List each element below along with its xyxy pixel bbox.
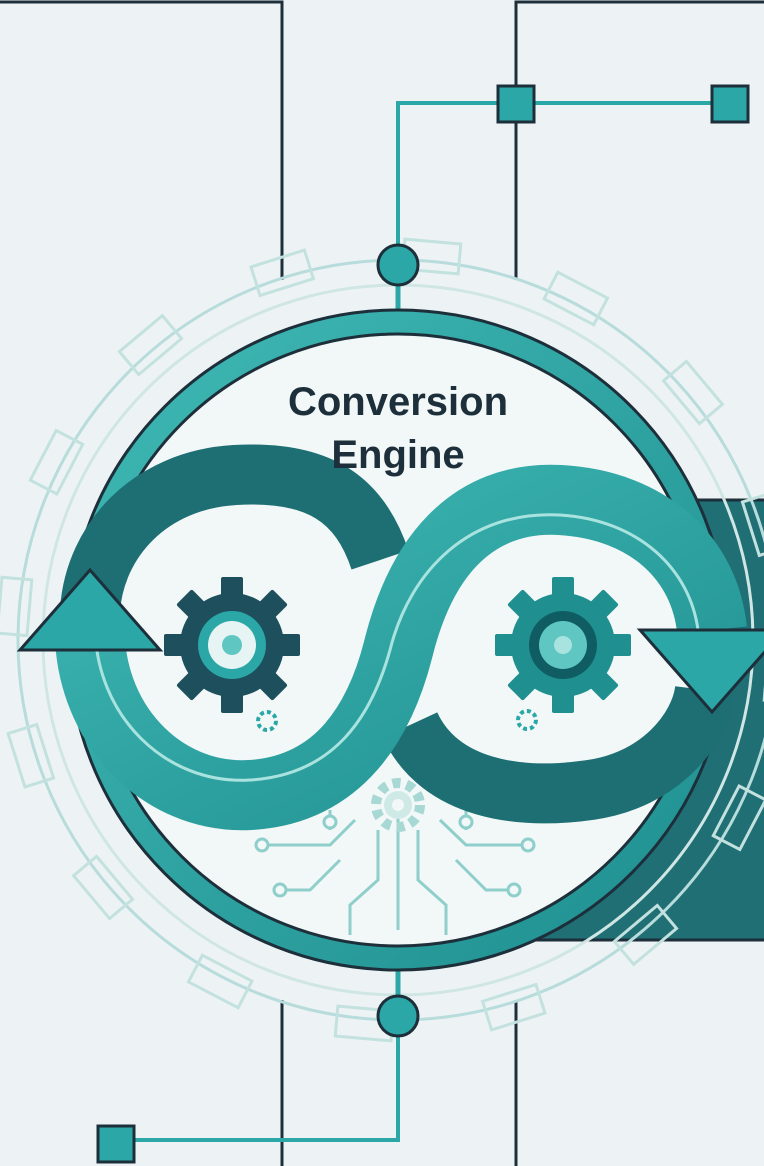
frame-line-top-right (514, 0, 764, 280)
top-connector (376, 84, 750, 320)
bottom-connector (96, 960, 420, 1164)
circuit-icon (254, 800, 536, 935)
infinity-loop (16, 444, 764, 831)
frame-line-top-left (0, 0, 284, 280)
diagram-title-line-1: Conversion (288, 380, 508, 424)
connector-node-circle (376, 243, 420, 287)
arrow-icon (636, 628, 764, 715)
gear-icon (164, 577, 300, 713)
connector-node-square (96, 1124, 136, 1164)
small-gear-icon (256, 710, 278, 732)
arrow-icon (16, 567, 164, 652)
diagram-title-line-2: Engine (331, 433, 464, 477)
small-gear-icon (516, 709, 538, 731)
gear-icon (495, 577, 631, 713)
connector-node-square (710, 84, 750, 124)
small-gear-icon (371, 778, 425, 832)
connector-node-square (496, 84, 536, 124)
connector-node-circle (376, 994, 420, 1038)
